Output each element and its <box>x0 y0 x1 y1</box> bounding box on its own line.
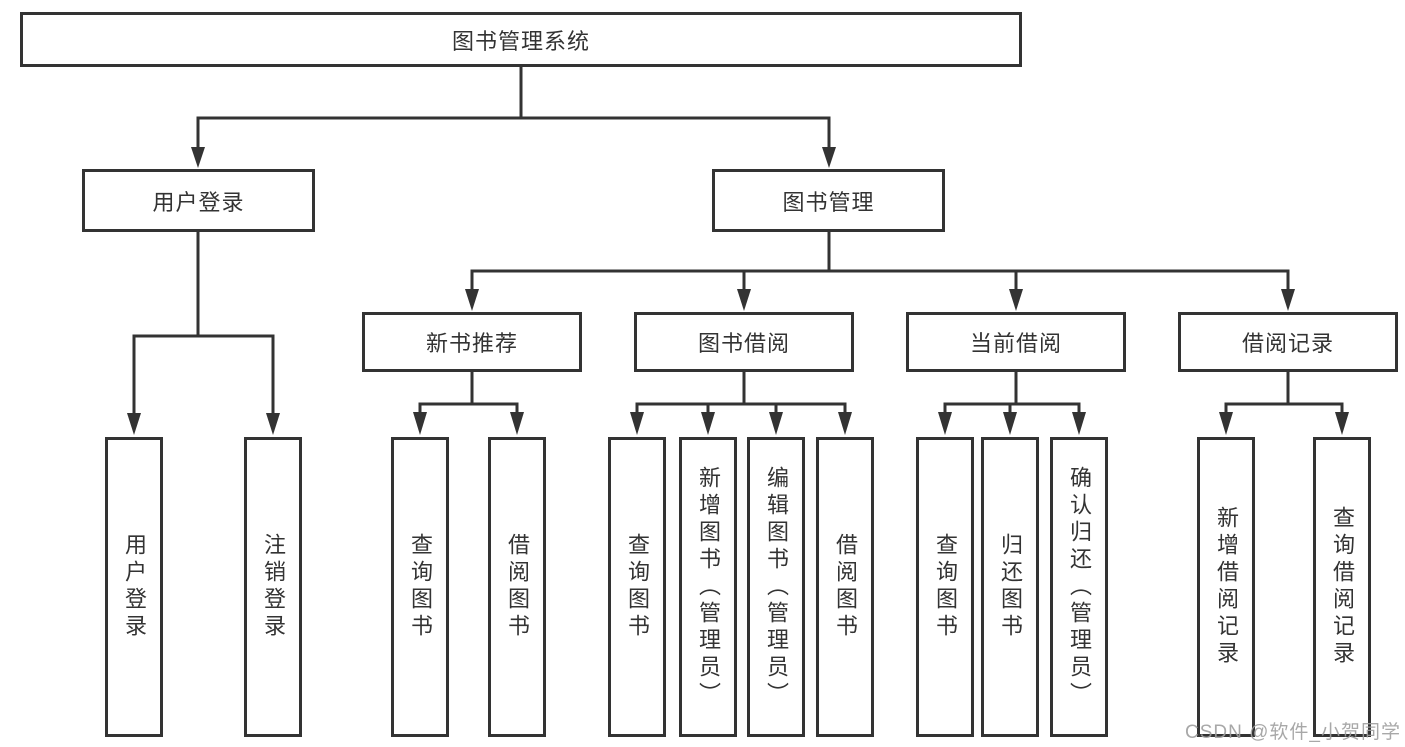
node-query-borrow-record: 查询借阅记录 <box>1313 437 1371 737</box>
node-user-login: 用户登录 <box>82 169 315 232</box>
node-query-books-current: 查询图书 <box>916 437 974 737</box>
node-borrow-books-recommend: 借阅图书 <box>488 437 546 737</box>
node-current-borrowing: 当前借阅 <box>906 312 1126 372</box>
node-logout: 注销登录 <box>244 437 302 737</box>
node-label: 借阅图书 <box>833 533 858 641</box>
node-label: 新增借阅记录 <box>1214 506 1239 668</box>
node-book-borrowing: 图书借阅 <box>634 312 854 372</box>
node-return-book: 归还图书 <box>981 437 1039 737</box>
node-user-login-leaf: 用户登录 <box>105 437 163 737</box>
node-label: 图书借阅 <box>697 331 790 356</box>
node-label: 确认归还（管理员） <box>1067 465 1092 709</box>
node-new-book-recommendation: 新书推荐 <box>362 312 582 372</box>
node-add-book-admin: 新增图书（管理员） <box>679 437 737 737</box>
node-label: 借阅记录 <box>1241 331 1334 356</box>
node-label: 注销登录 <box>261 533 286 641</box>
node-book-management: 图书管理 <box>712 169 945 232</box>
node-edit-book-admin: 编辑图书（管理员） <box>747 437 805 737</box>
node-label: 归还图书 <box>998 533 1023 641</box>
node-label: 图书管理系统 <box>451 28 590 54</box>
node-borrowing-records: 借阅记录 <box>1178 312 1398 372</box>
node-add-borrow-record: 新增借阅记录 <box>1197 437 1255 737</box>
node-label: 编辑图书（管理员） <box>764 465 789 709</box>
node-label: 图书管理 <box>782 189 875 215</box>
node-label: 用户登录 <box>152 189 245 215</box>
node-label: 当前借阅 <box>969 331 1062 356</box>
node-label: 新增图书（管理员） <box>696 465 721 709</box>
node-query-books-borrow: 查询图书 <box>608 437 666 737</box>
node-label: 查询图书 <box>933 533 958 641</box>
node-library-management-system: 图书管理系统 <box>20 12 1022 67</box>
csdn-watermark: CSDN @软件_小贺同学 <box>1185 722 1401 743</box>
node-label: 借阅图书 <box>505 533 530 641</box>
node-query-books-recommend: 查询图书 <box>391 437 449 737</box>
node-label: 新书推荐 <box>425 331 518 356</box>
node-label: 查询借阅记录 <box>1330 506 1355 668</box>
node-borrow-books-leaf: 借阅图书 <box>816 437 874 737</box>
node-label: 查询图书 <box>625 533 650 641</box>
node-confirm-return-admin: 确认归还（管理员） <box>1050 437 1108 737</box>
node-label: 用户登录 <box>122 533 147 641</box>
node-label: 查询图书 <box>408 533 433 641</box>
